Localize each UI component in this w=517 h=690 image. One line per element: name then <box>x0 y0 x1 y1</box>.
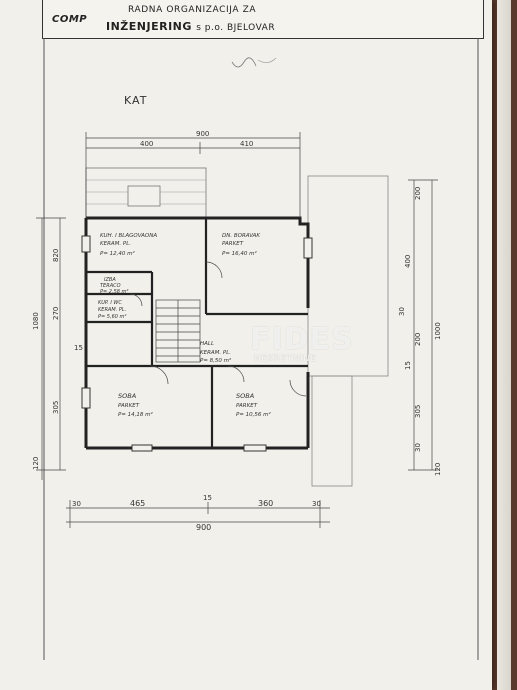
room-name: SOBA <box>236 392 254 400</box>
header-line-2: INŽENJERING s p.o. BJELOVAR <box>106 20 275 33</box>
dim-bottom-edge-right: 30 <box>312 500 321 508</box>
header-company: INŽENJERING <box>106 20 192 33</box>
room-finish: TERACO <box>100 283 121 289</box>
watermark-subtitle: NEKRETNINE <box>254 354 317 364</box>
header-line-1: RADNA ORGANIZACIJA ZA <box>128 5 257 15</box>
room-pantry: IZBA TERACO P= 2,58 m² <box>100 277 128 295</box>
room-name: DN. BORAVAK <box>222 233 260 239</box>
room-area: P= 12,40 m² <box>100 250 136 257</box>
room-area: P= 16,40 m² <box>222 250 258 257</box>
floor-label: KAT <box>124 94 148 107</box>
room-finish: KERAM. PL. <box>98 307 126 313</box>
room-name: KUP. I WC <box>98 300 122 306</box>
dim-right-c: 200 <box>414 333 422 346</box>
room-area: P= 14,18 m² <box>118 411 154 418</box>
dim-bottom-right: 360 <box>258 499 273 508</box>
room-bedroom-2: SOBA PARKET P= 10,56 m² <box>236 392 272 418</box>
dim-right-e: 120 <box>434 463 442 476</box>
room-name: IZBA <box>104 277 116 283</box>
dim-top-right: 410 <box>240 140 253 148</box>
staircase <box>155 299 201 363</box>
dim-right-f: 30 <box>414 443 422 452</box>
windows <box>81 235 313 452</box>
room-finish: PARKET <box>222 241 244 247</box>
dim-right-h: 30 <box>398 307 406 316</box>
dim-bottom-left: 465 <box>130 499 145 508</box>
room-hall: HALL KERAM. PL. P= 8,50 m² <box>200 341 232 364</box>
dim-left-d: 120 <box>32 457 40 470</box>
dim-left-a: 820 <box>52 249 60 262</box>
dim-right-total: 1000 <box>434 322 442 340</box>
room-area: P= 10,56 m² <box>236 411 272 418</box>
door-swings <box>129 261 307 397</box>
room-area: P= 8,50 m² <box>200 357 232 364</box>
dim-left-b: 270 <box>52 307 60 320</box>
dimension-labels: 900 400 410 465 15 360 900 30 30 1080 82… <box>32 130 442 532</box>
room-kitchen: KUH. I BLAGOVAONA KERAM. PL. P= 12,40 m² <box>100 233 157 257</box>
dim-right-d: 305 <box>414 405 422 418</box>
paper-sheet <box>0 0 492 690</box>
header-suffix: s p.o. BJELOVAR <box>196 23 276 33</box>
room-area: P= 5,60 m² <box>98 314 126 320</box>
dim-left-c: 305 <box>52 401 60 414</box>
dim-right-g: 15 <box>404 361 412 370</box>
room-bedroom-1: SOBA PARKET P= 14,18 m² <box>118 392 154 418</box>
dim-bottom-mid: 15 <box>203 494 212 502</box>
dim-bottom-total: 900 <box>196 523 211 532</box>
room-finish: KERAM. PL. <box>100 241 131 247</box>
dim-left-e: 15 <box>74 344 83 352</box>
dim-right-a: 200 <box>414 187 422 200</box>
room-finish: PARKET <box>118 403 140 409</box>
room-name: HALL <box>200 341 214 347</box>
handwritten-mark <box>231 57 257 68</box>
room-living: DN. BORAVAK PARKET P= 16,40 m² <box>222 233 260 257</box>
dim-left-total: 1080 <box>32 312 40 330</box>
room-area: P= 2,58 m² <box>100 289 128 295</box>
dim-right-b: 400 <box>404 255 412 268</box>
dim-top-total: 900 <box>196 130 209 138</box>
watermark-logo: FIDES <box>250 322 354 357</box>
interior-walls <box>86 218 308 448</box>
title-block <box>42 0 484 39</box>
room-finish: PARKET <box>236 403 258 409</box>
company-logo: COMP <box>52 14 88 25</box>
room-name: KUH. I BLAGOVAONA <box>100 233 157 239</box>
dimension-lines <box>36 132 438 528</box>
dim-top-left: 400 <box>140 140 153 148</box>
room-bathroom: KUP. I WC KERAM. PL. P= 5,60 m² <box>98 300 126 320</box>
room-name: SOBA <box>118 392 136 400</box>
handwritten-mark <box>257 57 277 63</box>
room-labels: KUH. I BLAGOVAONA KERAM. PL. P= 12,40 m²… <box>98 233 272 418</box>
dim-bottom-edge-left: 30 <box>72 500 81 508</box>
right-terrace-lower <box>311 375 353 487</box>
top-balcony <box>85 167 207 219</box>
room-finish: KERAM. PL. <box>200 350 231 356</box>
paper-edge <box>497 0 511 690</box>
